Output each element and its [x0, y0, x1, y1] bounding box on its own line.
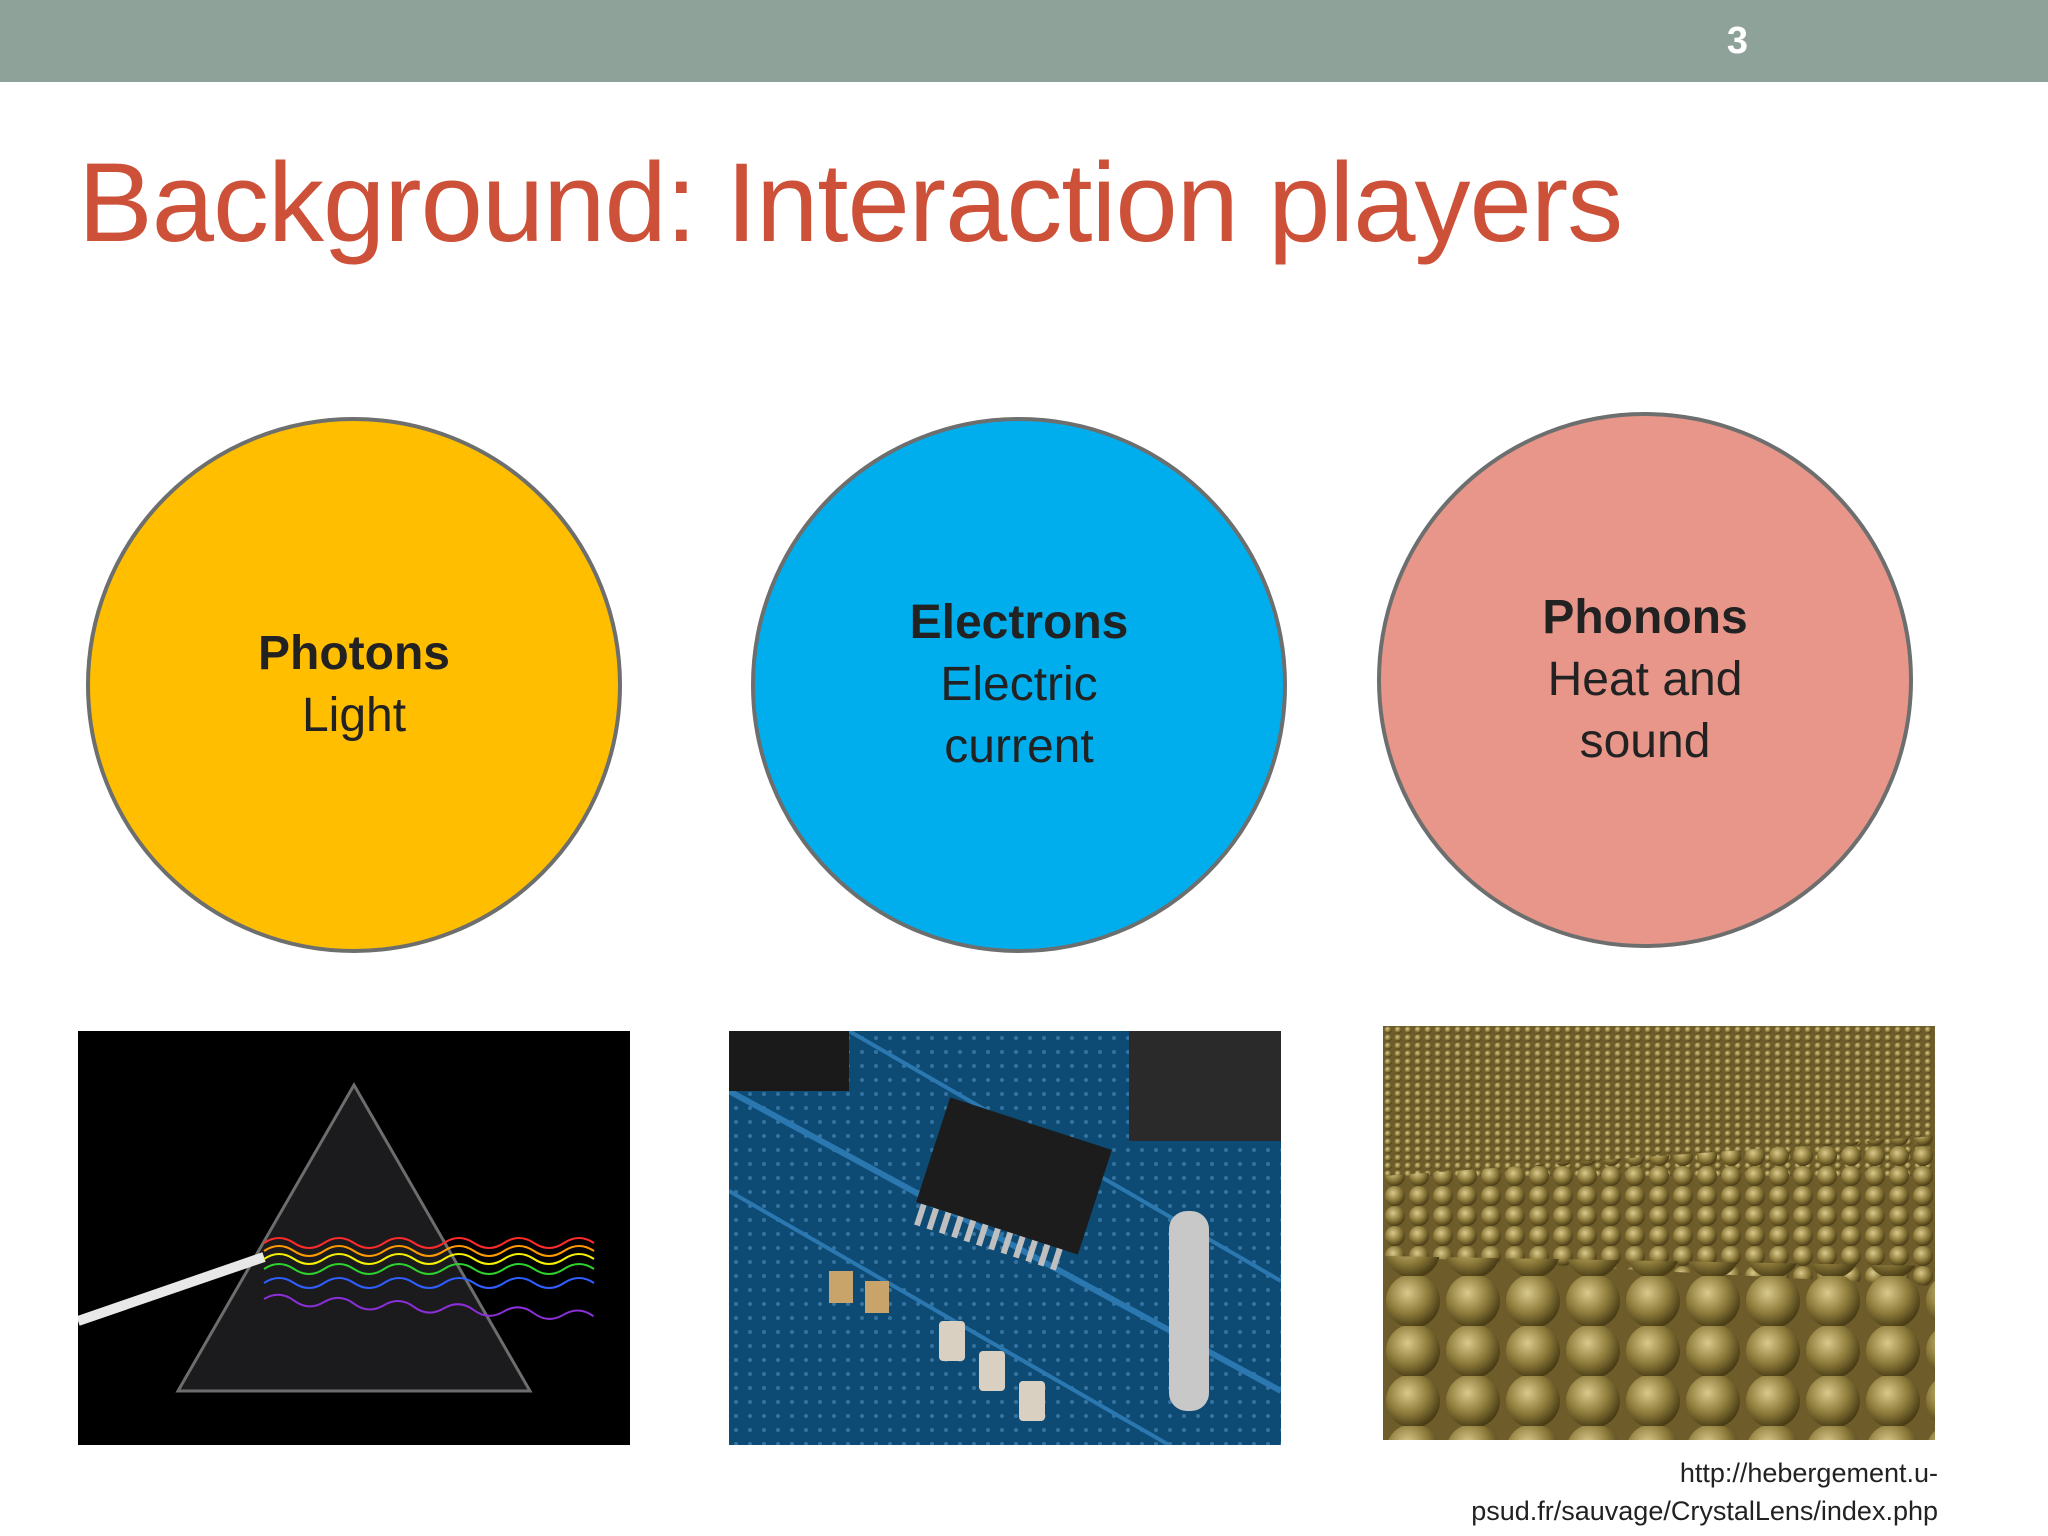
player-name: Photons	[258, 627, 450, 680]
prism-illustration	[78, 1031, 630, 1445]
circuit-board-illustration	[729, 1031, 1281, 1445]
player-name: Electrons	[909, 596, 1129, 649]
slide-title: Background: Interaction players	[78, 140, 1623, 265]
player-description: Electric current	[940, 658, 1098, 773]
circuit-board-image	[729, 1031, 1281, 1445]
player-description: Heat and sound	[1547, 653, 1743, 768]
photons-circle: Photons Light	[86, 417, 622, 953]
phonons-circle: Phonons Heat and sound	[1377, 412, 1913, 948]
player-description: Light	[301, 689, 407, 742]
crystal-lattice-image	[1383, 1026, 1935, 1440]
credit-line: psud.fr/sauvage/CrystalLens/index.php	[1471, 1496, 1938, 1526]
crystal-lattice-illustration	[1383, 1026, 1935, 1440]
image-credit: http://hebergement.u- psud.fr/sauvage/Cr…	[1338, 1454, 1938, 1530]
prism-image	[78, 1031, 630, 1445]
electrons-circle: Electrons Electric current	[751, 417, 1287, 953]
page-number: 3	[1726, 20, 1749, 62]
credit-line: http://hebergement.u-	[1679, 1458, 1938, 1488]
player-name: Phonons	[1542, 591, 1748, 644]
header-bar: 3	[0, 0, 2048, 82]
